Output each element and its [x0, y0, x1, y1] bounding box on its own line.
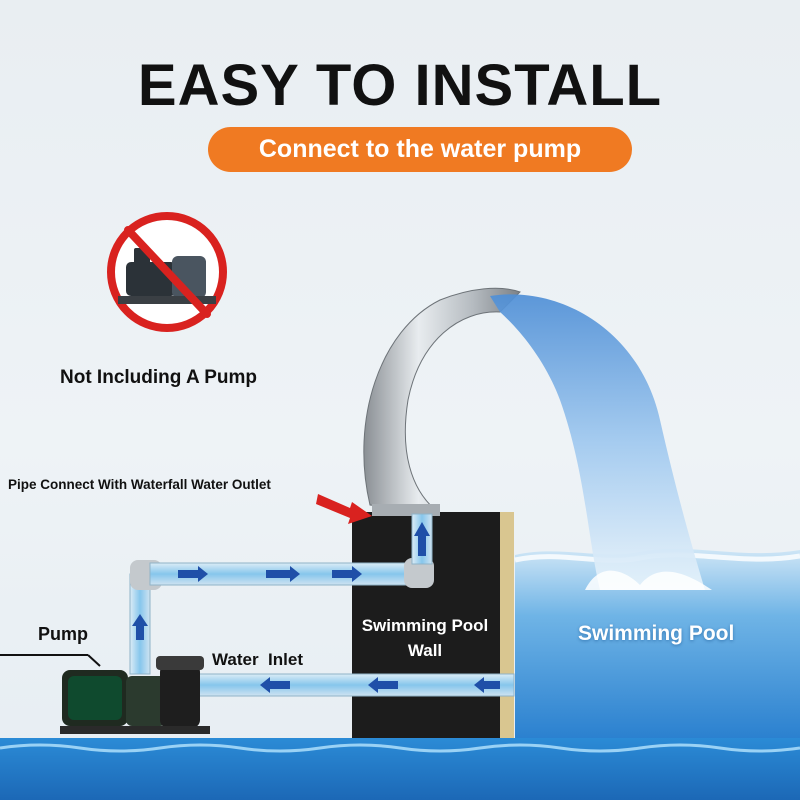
pipe-elbow-wall: [404, 558, 434, 588]
page-title: EASY TO INSTALL: [137, 53, 663, 118]
waterfall-water-sheet: [490, 294, 705, 590]
no-pump-prohibited-icon: [107, 212, 227, 332]
subtitle-banner: Connect to the water pump: [208, 127, 632, 172]
floor-water-ripples: [0, 743, 800, 753]
swimming-pool-wall-label: Swimming Pool Wall: [361, 616, 489, 660]
pipe-connect-label: Pipe Connect With Waterfall Water Outlet: [8, 477, 271, 492]
spout-base: [372, 504, 440, 516]
pipe-inlet-horizontal: [195, 673, 515, 697]
waterfall-splash: [585, 570, 712, 590]
pump-label: Pump: [38, 624, 89, 644]
water-inlet-label: Water Inlet: [212, 650, 303, 669]
pool-wall-tile-edge: [500, 512, 514, 738]
not-including-pump-label: Not Including A Pump: [60, 367, 258, 388]
flow-arrow-icon: [132, 522, 500, 693]
red-pointer-arrow-icon: [316, 494, 372, 524]
pump-illustration: [0, 654, 210, 734]
swimming-pool-water: [515, 548, 800, 740]
waterfall-steel-spout: [363, 287, 521, 513]
swimming-pool-label: Swimming Pool: [578, 622, 735, 645]
